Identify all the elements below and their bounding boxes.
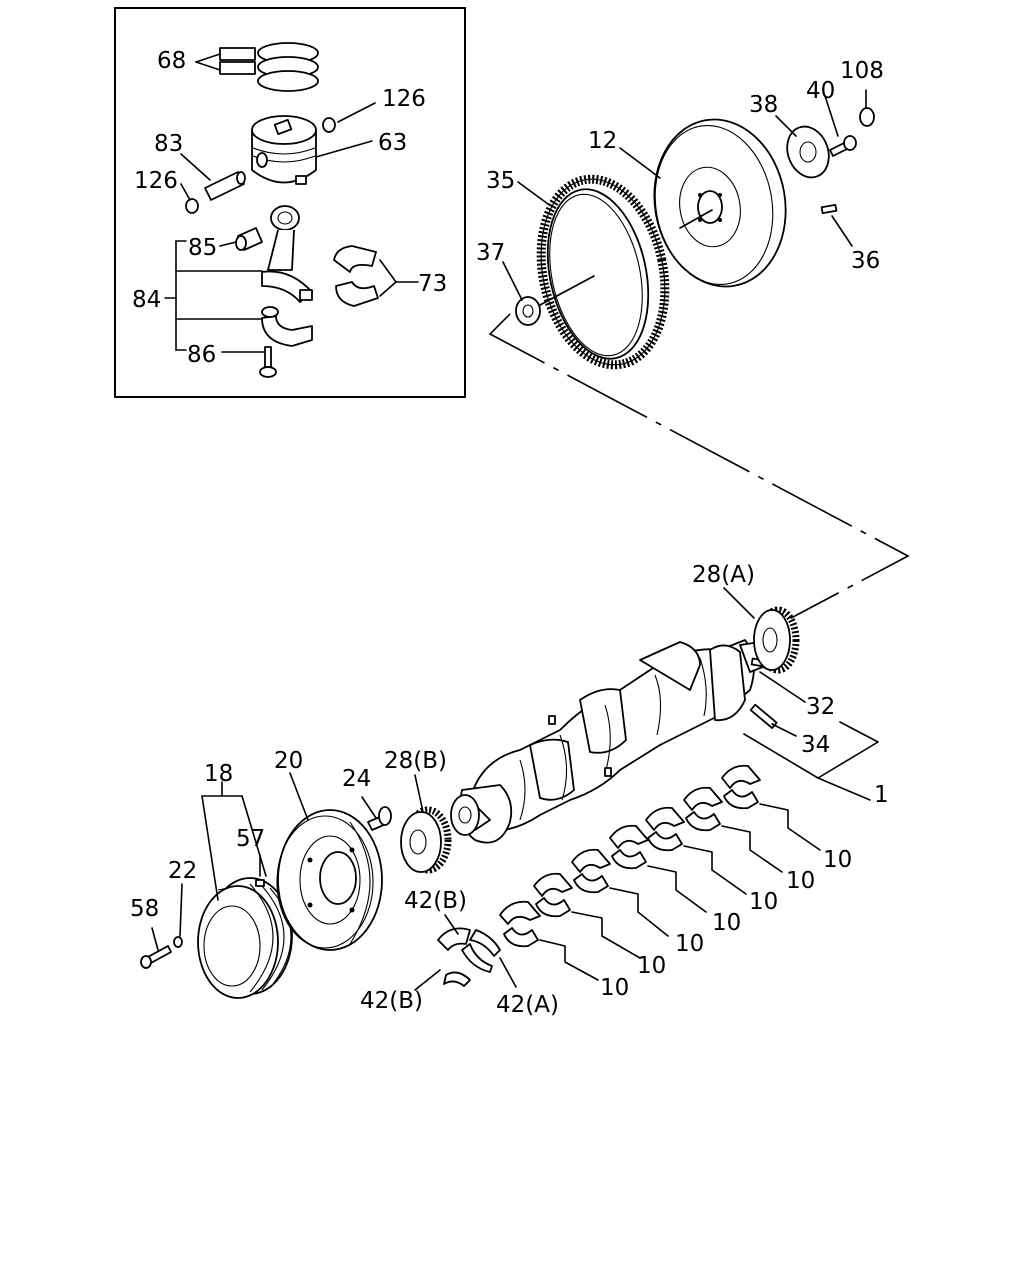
callout-10-6: 10	[786, 868, 815, 894]
crankshaft	[450, 635, 776, 844]
piston-rings	[219, 42, 319, 92]
dowel-pin	[820, 203, 838, 215]
callout-42b-lower: 42(B)	[360, 988, 423, 1014]
callout-10-4: 10	[712, 910, 741, 936]
callout-84: 84	[132, 287, 161, 313]
callout-10-5: 10	[749, 889, 778, 915]
callout-34: 34	[801, 732, 830, 758]
callout-58: 58	[130, 896, 159, 922]
callout-42b-upper: 42(B)	[404, 888, 467, 914]
bearing-leaders	[414, 803, 821, 991]
callout-10-7: 10	[823, 847, 852, 873]
rod-bolt	[259, 346, 277, 378]
small-end-bushing	[235, 227, 263, 251]
ring-gear	[536, 174, 670, 370]
callout-10-3: 10	[675, 931, 704, 957]
washer	[859, 107, 875, 127]
crank-pulley	[276, 809, 383, 951]
callout-35: 35	[486, 168, 515, 194]
piston	[251, 115, 317, 185]
callout-labels: 68 126 63 83 126 85 84 73 86 12 38 40 10…	[130, 48, 889, 1018]
callout-36: 36	[851, 248, 880, 274]
callout-85: 85	[188, 235, 217, 261]
callout-10-1: 10	[600, 975, 629, 1001]
connecting-rod	[261, 205, 313, 303]
callout-42a: 42(A)	[496, 992, 559, 1018]
piston-inset-box	[114, 7, 466, 398]
crank-gear-front	[400, 806, 452, 874]
callout-37: 37	[476, 240, 505, 266]
center-line	[488, 313, 910, 627]
callout-68: 68	[157, 48, 186, 74]
inset-leaders	[164, 53, 419, 353]
piston-pin	[204, 171, 246, 201]
callout-28a: 28(A)	[692, 562, 755, 588]
callout-73: 73	[418, 271, 447, 297]
snap-ring-lower	[185, 198, 199, 214]
callout-18: 18	[204, 761, 233, 787]
thrust-washers	[437, 927, 501, 987]
callout-12: 12	[588, 128, 617, 154]
pulley-pin	[255, 879, 265, 887]
callout-63: 63	[378, 130, 407, 156]
callout-10-2: 10	[637, 953, 666, 979]
callout-20: 20	[274, 748, 303, 774]
crank-leaders	[414, 587, 879, 813]
callout-83: 83	[154, 131, 183, 157]
flywheel-bolt	[829, 135, 857, 157]
flywheel	[653, 118, 787, 288]
pulley-bolt	[367, 806, 392, 831]
callout-108: 108	[840, 58, 884, 84]
callout-126-lower: 126	[134, 168, 178, 194]
callout-86: 86	[187, 342, 216, 368]
callout-57: 57	[236, 826, 265, 852]
callout-24: 24	[342, 766, 371, 792]
main-bearings	[499, 764, 761, 948]
damper-pulley	[197, 877, 293, 999]
crank-gear-rear	[753, 606, 800, 674]
callout-40: 40	[806, 78, 835, 104]
callout-1: 1	[874, 782, 889, 808]
callout-32: 32	[806, 694, 835, 720]
snap-ring-upper	[322, 117, 336, 133]
flywheel-plate	[786, 125, 830, 179]
callout-22: 22	[168, 858, 197, 884]
rod-cap	[261, 306, 313, 347]
damper-washer	[173, 936, 183, 948]
pulley-leaders	[151, 772, 377, 951]
pilot-bearing	[515, 296, 541, 326]
flywheel-leaders	[502, 89, 867, 306]
rod-bearings	[333, 245, 379, 307]
callout-28b: 28(B)	[384, 748, 447, 774]
callout-126-upper: 126	[382, 86, 426, 112]
damper-bolt	[140, 945, 172, 969]
callout-38: 38	[749, 92, 778, 118]
